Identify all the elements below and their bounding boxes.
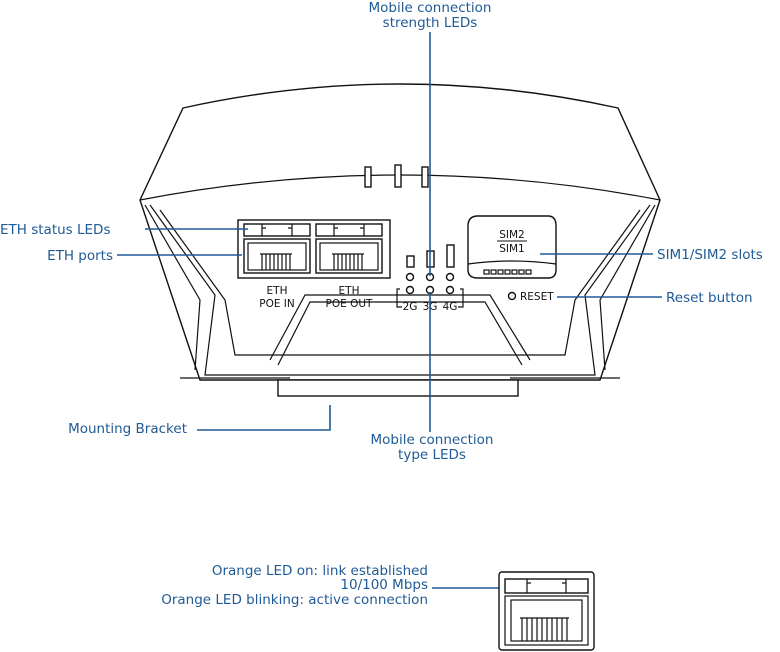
reset-button-label: Reset button <box>666 290 753 306</box>
eth-port-poe-out <box>315 223 383 274</box>
sim-slot <box>467 215 557 279</box>
poe-out-label: POE OUT <box>326 298 374 310</box>
led-2g-label: 2G <box>403 301 418 313</box>
led-4g-label: 4G <box>443 301 458 313</box>
device-outline <box>139 83 661 397</box>
eth-ports <box>237 219 391 279</box>
eth-label-1: ETH <box>267 285 288 297</box>
reset-button <box>507 291 517 301</box>
eth-status-label: ETH status LEDs <box>0 222 110 238</box>
mobile-strength-label-1: Mobile connection <box>369 0 492 16</box>
legend-line-3: Orange LED blinking: active connection <box>161 592 428 608</box>
legend-line-1: Orange LED on: link established <box>212 563 428 579</box>
sim-slots-label: SIM1/SIM2 slots <box>657 247 763 263</box>
reset-label: RESET <box>520 291 554 303</box>
mobile-type-label-1: Mobile connection <box>371 432 494 448</box>
sim2-label: SIM2 <box>499 229 525 241</box>
legend-line-2: 10/100 Mbps <box>340 577 428 593</box>
poe-in-label: POE IN <box>259 298 295 310</box>
mounting-bracket-label: Mounting Bracket <box>68 421 187 437</box>
eth-ports-label: ETH ports <box>47 248 113 264</box>
eth-label-2: ETH <box>339 285 360 297</box>
eth-port-poe-in <box>243 223 311 274</box>
eth-port-detail <box>498 571 595 651</box>
mobile-type-label-2: type LEDs <box>398 447 466 463</box>
sim1-label: SIM1 <box>499 243 525 255</box>
mobile-strength-label-2: strength LEDs <box>383 15 478 31</box>
